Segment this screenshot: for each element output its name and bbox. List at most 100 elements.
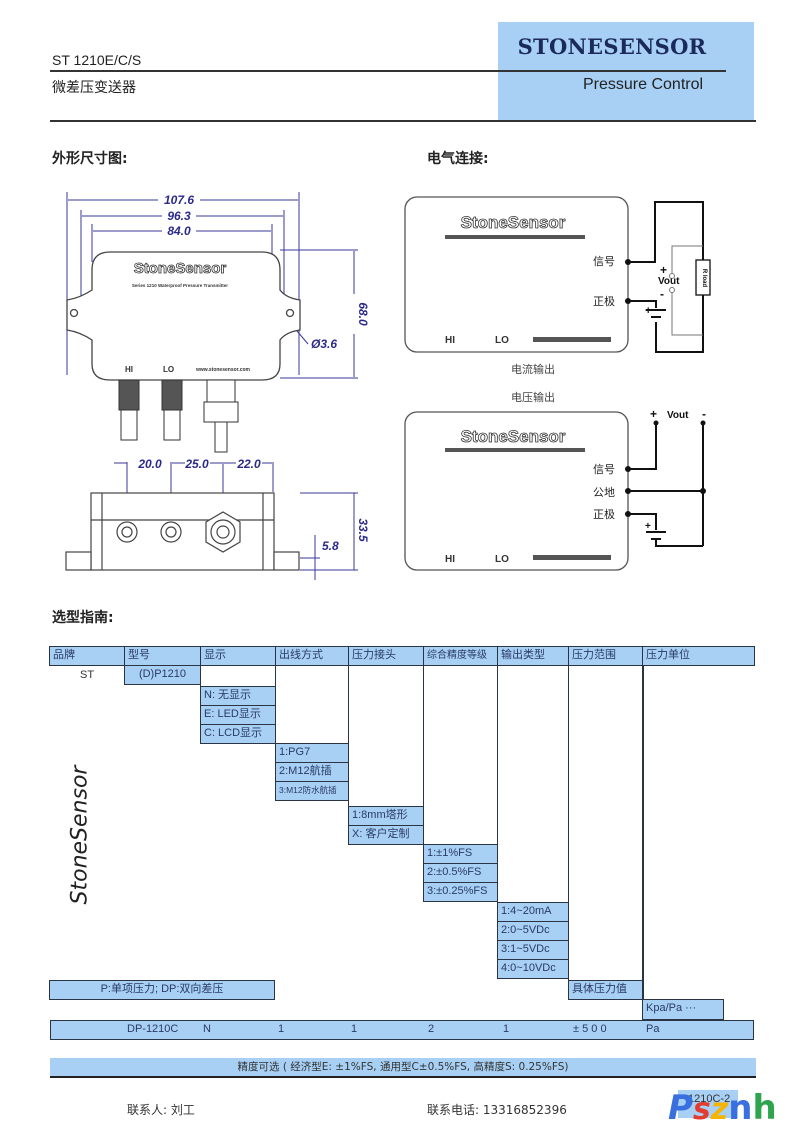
type-note: P:单项压力; DP:双向差压 bbox=[49, 980, 275, 1000]
battery-plus: + bbox=[645, 521, 651, 532]
header-model: 型号 bbox=[124, 646, 201, 666]
voltage-output-caption: 电压输出 bbox=[511, 390, 555, 404]
example-range: ± 5 0 0 bbox=[573, 1023, 607, 1035]
header-accuracy: 综合精度等级 bbox=[423, 646, 498, 666]
header-divider bbox=[472, 70, 726, 72]
device-url-bar bbox=[533, 337, 611, 342]
selection-section-title: 选型指南: bbox=[52, 610, 114, 626]
port-lo-label: LO bbox=[495, 335, 509, 346]
dimension-drawing: 107.6 96.3 84.0 68.0 Ø3.6 StoneSensor Se… bbox=[65, 192, 370, 580]
lo-port-inner bbox=[165, 526, 177, 538]
wire-vout-minus bbox=[671, 290, 703, 336]
unit-column-line bbox=[642, 665, 644, 1001]
port-lo-label: LO bbox=[495, 554, 509, 565]
model-code: ST 1210E/C/S bbox=[52, 52, 142, 68]
gland-inner bbox=[216, 525, 230, 539]
dim-label-bg bbox=[346, 294, 362, 334]
side-brand: StoneSensor bbox=[20, 760, 140, 910]
dim-label-bg bbox=[162, 224, 196, 238]
header-display: 显示 bbox=[200, 646, 276, 666]
page-tag: 1210C-2 bbox=[688, 1093, 731, 1105]
terminal-common: 公地 bbox=[593, 486, 615, 499]
display-option: E: LED显示 bbox=[200, 705, 276, 725]
battery-plus: + bbox=[645, 305, 651, 317]
wire-signal bbox=[628, 424, 657, 470]
range-note: 具体压力值 bbox=[568, 980, 643, 1000]
cable-gland-nut bbox=[203, 401, 239, 423]
display-blank bbox=[200, 665, 276, 687]
junction-dot bbox=[700, 420, 706, 426]
dim-port-3: 22.0 bbox=[236, 457, 261, 471]
watermark-letter: P bbox=[668, 1088, 693, 1128]
device-logo: StoneSensor bbox=[461, 427, 566, 446]
terminal-positive: 正极 bbox=[593, 294, 615, 308]
lo-port-barb bbox=[163, 409, 181, 441]
side-brand-text: StoneSensor bbox=[67, 765, 93, 905]
mount-hole bbox=[69, 308, 79, 318]
header-cable: 出线方式 bbox=[275, 646, 349, 666]
device-subtitle-bar bbox=[445, 448, 585, 452]
page-tag-box bbox=[678, 1090, 738, 1118]
header-divider bbox=[50, 70, 472, 72]
accuracy-blank bbox=[423, 665, 498, 845]
dimension-section-title: 外形尺寸图: bbox=[52, 151, 128, 167]
output-option: 2:0~5VDc bbox=[497, 921, 569, 941]
header-unit: 压力单位 bbox=[642, 646, 755, 666]
dim-side-height: 33.5 bbox=[356, 518, 370, 542]
minus-sign: - bbox=[702, 407, 706, 421]
dim-flange-height: 5.8 bbox=[322, 539, 339, 553]
header-range: 压力范围 bbox=[568, 646, 643, 666]
connector-option: X: 客户定制 bbox=[348, 825, 424, 845]
minus-sign: - bbox=[660, 287, 664, 301]
load-resistor bbox=[695, 259, 711, 296]
lo-port-thread bbox=[161, 379, 183, 411]
port-hi-label: HI bbox=[445, 554, 455, 565]
output-option: 1:4~20mA bbox=[497, 902, 569, 922]
example-row bbox=[50, 1020, 754, 1040]
dim-hole-diameter: Ø3.6 bbox=[311, 337, 337, 351]
example-connector: 1 bbox=[351, 1023, 358, 1035]
contact-person: 联系人: 刘工 bbox=[127, 1103, 195, 1117]
device-url-bar bbox=[533, 555, 611, 560]
cable-option: 2:M12航插 bbox=[275, 762, 349, 782]
output-option: 3:1~5VDc bbox=[497, 940, 569, 960]
vout-terminal bbox=[669, 287, 675, 293]
contact-phone: 联系电话: 13316852396 bbox=[427, 1103, 567, 1117]
product-name: 微差压变送器 bbox=[52, 80, 136, 96]
dim-body-width: 84.0 bbox=[167, 224, 191, 238]
junction-dot bbox=[625, 466, 631, 472]
example-cable: 1 bbox=[278, 1023, 285, 1035]
display-option: C: LCD显示 bbox=[200, 724, 276, 744]
plus-sign: + bbox=[650, 407, 657, 421]
side-flange bbox=[65, 551, 92, 571]
junction-dot bbox=[700, 488, 706, 494]
watermark-letter: n bbox=[728, 1088, 753, 1128]
terminal-signal: 信号 bbox=[593, 463, 615, 476]
wire-signal-loop bbox=[628, 201, 704, 353]
device-url: www.stonesensor.com bbox=[195, 367, 251, 373]
wiring-diagrams: StoneSensor 信号 正极 HI LO R load + Vout - … bbox=[404, 196, 711, 571]
accuracy-note: 精度可选 ( 经济型E: ±1%FS, 通用型C±0.5%FS, 高精度S: 0… bbox=[50, 1058, 756, 1078]
output-option: 4:0~10VDc bbox=[497, 959, 569, 979]
load-label: R load bbox=[701, 269, 707, 288]
display-option: N: 无显示 bbox=[200, 686, 276, 706]
cable-blank bbox=[275, 665, 349, 744]
device-subtitle-bar bbox=[445, 235, 585, 239]
wiring-section-title: 电气连接: bbox=[427, 151, 489, 167]
unit-note: Kpa/Pa ··· bbox=[642, 999, 724, 1020]
accuracy-option: 3:±0.25%FS bbox=[423, 882, 498, 902]
junction-dot bbox=[625, 488, 631, 494]
tagline: Pressure Control bbox=[583, 76, 704, 93]
range-blank bbox=[568, 665, 643, 981]
example-display: N bbox=[203, 1023, 211, 1035]
watermark-letter: h bbox=[752, 1088, 777, 1128]
brand-value: ST bbox=[80, 669, 95, 681]
dim-height: 68.0 bbox=[356, 302, 370, 326]
dim-overall-width: 107.6 bbox=[164, 193, 194, 207]
watermark-letter: s bbox=[692, 1092, 711, 1127]
junction-dot bbox=[653, 420, 659, 426]
connector-blank bbox=[348, 665, 424, 807]
vout-terminal bbox=[669, 273, 675, 279]
cable bbox=[214, 421, 228, 453]
model-value: (D)P1210 bbox=[124, 665, 201, 685]
